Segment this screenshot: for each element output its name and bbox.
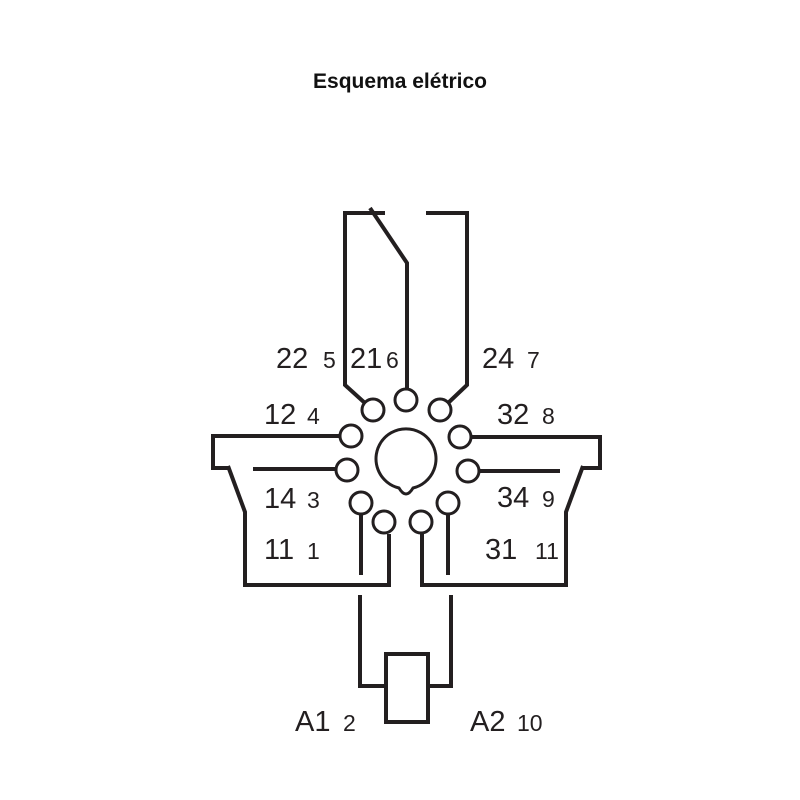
- label-a2: A2: [470, 706, 505, 738]
- pin-num-9: 9: [542, 486, 555, 512]
- label-32: 32: [497, 399, 529, 431]
- label-a1: A1: [295, 706, 330, 738]
- pin-11: [435, 490, 461, 516]
- contact-set-1: [211, 434, 391, 587]
- contact-set-2: [343, 206, 469, 406]
- coil: [358, 595, 453, 724]
- pin-num-1: 1: [307, 538, 320, 564]
- label-12: 12: [264, 399, 296, 431]
- socket-key: [374, 427, 438, 496]
- pin-num-4: 4: [307, 403, 320, 429]
- pin-4: [338, 423, 364, 449]
- label-34: 34: [497, 482, 529, 514]
- label-22: 22: [276, 343, 308, 375]
- diagram-title: Esquema elétrico: [313, 70, 487, 93]
- pin-2: [371, 509, 397, 535]
- pin-7: [427, 397, 453, 423]
- contact-set-3: [420, 435, 602, 587]
- terminal-labels: 22 5 21 6 24 7 12 4 32 8 14 3 34 9 11 1 …: [264, 343, 559, 738]
- pin-num-7: 7: [527, 347, 540, 373]
- pin-8: [447, 424, 473, 450]
- pin-num-3: 3: [307, 487, 320, 513]
- coil-symbol: [384, 652, 430, 724]
- pin-3: [334, 457, 360, 483]
- pin-num-2: 2: [343, 710, 356, 736]
- pin-num-5: 5: [323, 347, 336, 373]
- pin-num-11: 11: [535, 538, 559, 564]
- label-21: 21: [350, 343, 382, 375]
- pin-10: [408, 509, 434, 535]
- pin-6: [393, 387, 419, 413]
- socket-pins: [334, 387, 481, 535]
- label-11: 11: [264, 534, 294, 566]
- label-14: 14: [264, 483, 296, 515]
- pin-num-8: 8: [542, 403, 555, 429]
- pin-num-6: 6: [386, 347, 399, 373]
- label-24: 24: [482, 343, 514, 375]
- pin-9: [455, 458, 481, 484]
- label-31: 31: [485, 534, 517, 566]
- pin-5: [360, 397, 386, 423]
- pin-num-10: 10: [517, 710, 543, 736]
- pin-1: [348, 490, 374, 516]
